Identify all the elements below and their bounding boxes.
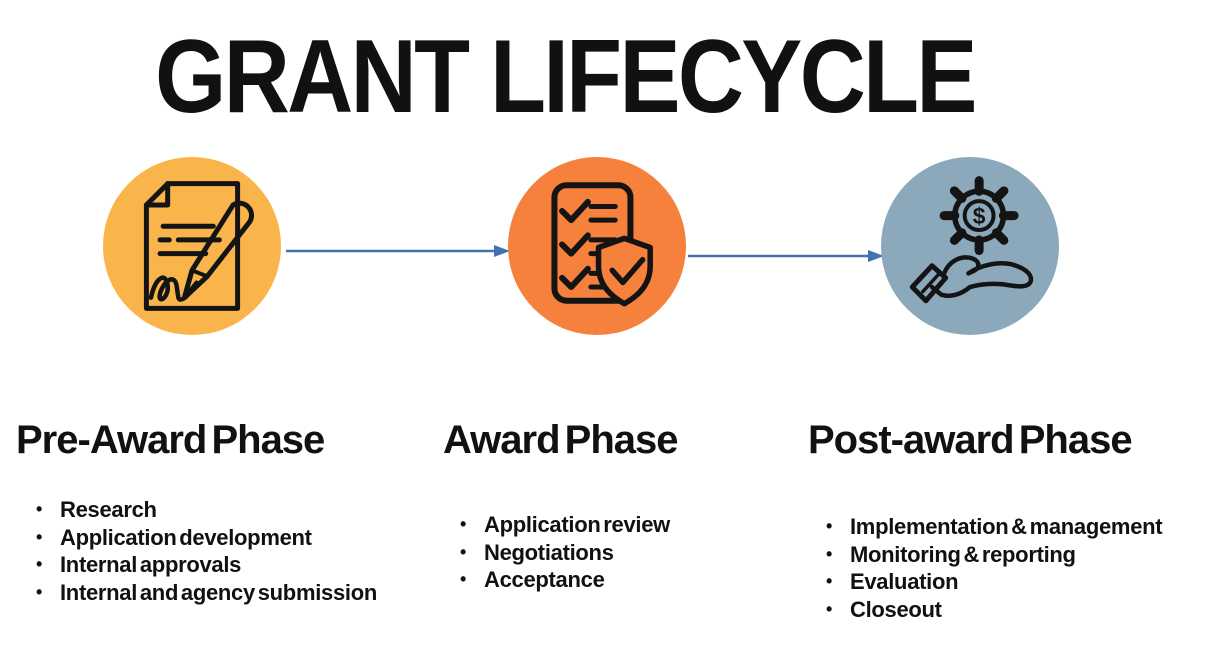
phase-circle-pre-award [103, 157, 281, 335]
document-pen-icon [116, 170, 268, 322]
checklist-shield-icon [521, 170, 673, 322]
flow-arrow-2 [688, 250, 884, 262]
phase-list-post-award: Implementation & management Monitoring &… [826, 513, 1163, 624]
list-item: Application review [460, 511, 670, 539]
list-item: Internal approvals [36, 551, 377, 579]
list-item: Acceptance [460, 566, 670, 594]
phase-circle-award [508, 157, 686, 335]
list-item: Research [36, 496, 377, 524]
phase-title-award: Award Phase [443, 418, 678, 462]
phase-title-post-award: Post-award Phase [808, 418, 1133, 462]
dollar-sign-glyph: $ [973, 203, 986, 229]
list-item: Implementation & management [826, 513, 1163, 541]
phase-list-award: Application review Negotiations Acceptan… [460, 511, 670, 594]
list-item: Internal and agency submission [36, 579, 377, 607]
flow-arrow-1 [286, 245, 510, 257]
phase-list-pre-award: Research Application development Interna… [36, 496, 377, 606]
list-item: Monitoring & reporting [826, 541, 1162, 569]
list-item: Application development [36, 524, 377, 552]
list-item: Negotiations [460, 539, 670, 567]
list-item: Closeout [826, 596, 1162, 624]
list-item: Evaluation [826, 568, 1162, 596]
gear-dollar-hand-icon: $ [894, 170, 1046, 322]
phase-circle-post-award: $ [881, 157, 1059, 335]
page-title: GRANT LIFECYCLE [155, 19, 977, 135]
phase-title-pre-award: Pre-Award Phase [16, 418, 325, 462]
